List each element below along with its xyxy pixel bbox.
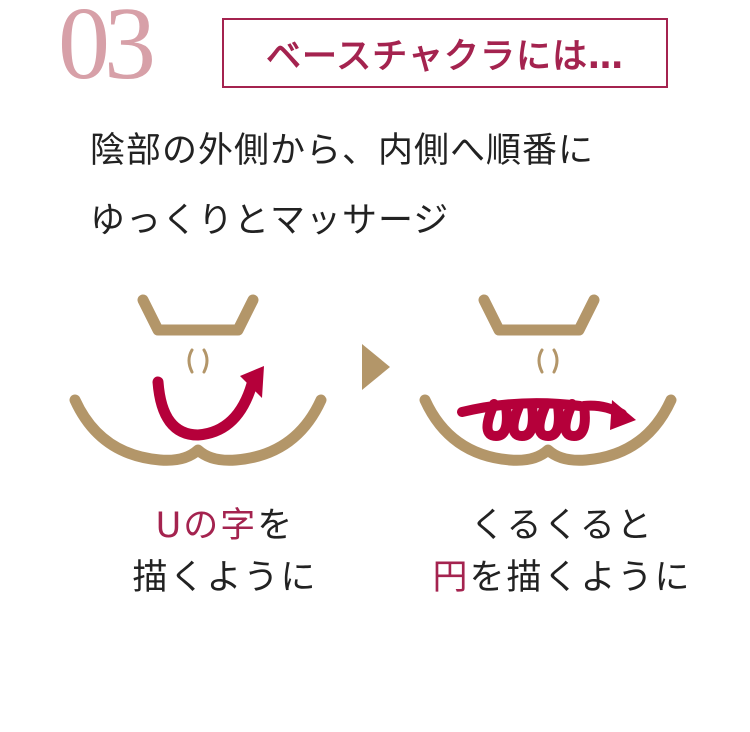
description: 陰部の外側から、内側へ順番に ゆっくりとマッサージ: [90, 116, 594, 256]
left-caption: Uの字を 描くように: [60, 500, 390, 604]
right-caption-accent: 円: [432, 558, 470, 598]
description-line-2: ゆっくりとマッサージ: [90, 201, 450, 241]
spiral-arrow-icon: [457, 398, 636, 441]
left-waist-line: [137, 294, 259, 336]
next-step-arrow-icon: [362, 344, 390, 390]
left-vulva-mark: [187, 348, 209, 374]
right-vulva-mark: [537, 348, 559, 374]
right-caption-line-2: 円を描くように: [392, 552, 732, 604]
step-number: 03: [58, 0, 156, 101]
right-waist-line: [478, 294, 600, 336]
left-caption-line-2: 描くように: [132, 558, 318, 598]
left-body-illustration: [69, 294, 327, 466]
right-caption-line-1: くるくると: [470, 506, 654, 546]
right-body-illustration: [419, 294, 677, 466]
right-thigh-outline: [419, 394, 677, 466]
left-caption-rest: を: [257, 506, 295, 546]
right-caption-rest: を描くように: [469, 558, 692, 598]
left-caption-line-1: Uの字を: [60, 500, 390, 552]
description-line-1: 陰部の外側から、内側へ順番に: [90, 131, 595, 171]
left-thigh-outline: [69, 394, 327, 466]
u-shape-arrow-icon: [152, 366, 264, 441]
section-heading: ベースチャクラには…: [222, 18, 668, 88]
left-caption-accent: Uの字: [155, 506, 258, 546]
section-heading-text: ベースチャクラには…: [266, 36, 624, 77]
right-caption: くるくると 円を描くように: [392, 500, 732, 604]
